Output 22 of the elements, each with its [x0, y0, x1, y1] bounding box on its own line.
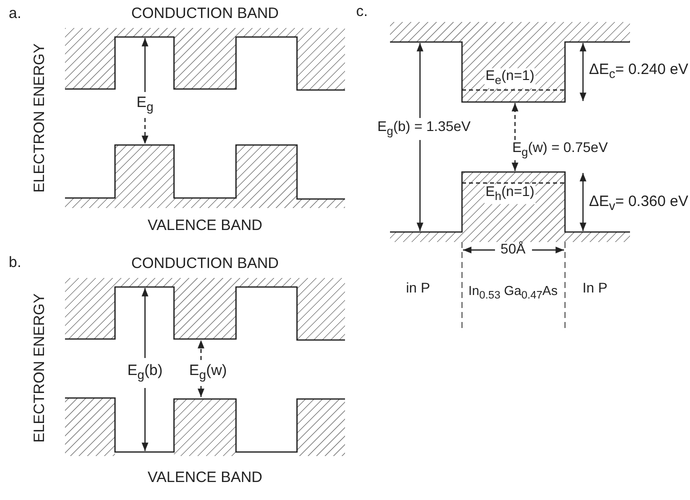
material-label: In P — [582, 280, 608, 296]
panel-letter: a. — [8, 6, 22, 22]
axis-title: ELECTRON ENERGY — [32, 293, 48, 443]
dimension-label: 50Å — [500, 241, 526, 257]
energy-label: E$_{g}$ — [136, 95, 154, 115]
energy-level-label: E$_{e}$(n=1) — [484, 68, 536, 88]
energy-label: ΔE$_{v}$= 0.360 eV — [589, 194, 688, 214]
energy-label: E$_{g}$(w) = 0.75eV — [511, 140, 609, 160]
band-label: VALENCE BAND — [148, 218, 262, 234]
energy-label: E$_{g}$(b) = 1.35eV — [376, 119, 472, 139]
band-label: CONDUCTION BAND — [131, 256, 279, 272]
band-label: VALENCE BAND — [148, 470, 262, 486]
energy-label: E$_{g}$(b) — [127, 363, 163, 383]
panel-letter: b. — [8, 254, 22, 272]
material-label: in P — [406, 280, 430, 296]
energy-label: ΔE$_{c}$= 0.240 eV — [589, 62, 688, 82]
material-label: In$_{0.53}$ Ga$_{0.47}$As — [468, 284, 558, 302]
band-label: CONDUCTION BAND — [131, 6, 279, 22]
energy-label: E$_{g}$(w) — [189, 363, 227, 383]
axis-title: ELECTRON ENERGY — [32, 43, 48, 193]
panel-letter: c. — [356, 4, 368, 20]
energy-level-label: E$_{h}$(n=1) — [484, 184, 536, 204]
